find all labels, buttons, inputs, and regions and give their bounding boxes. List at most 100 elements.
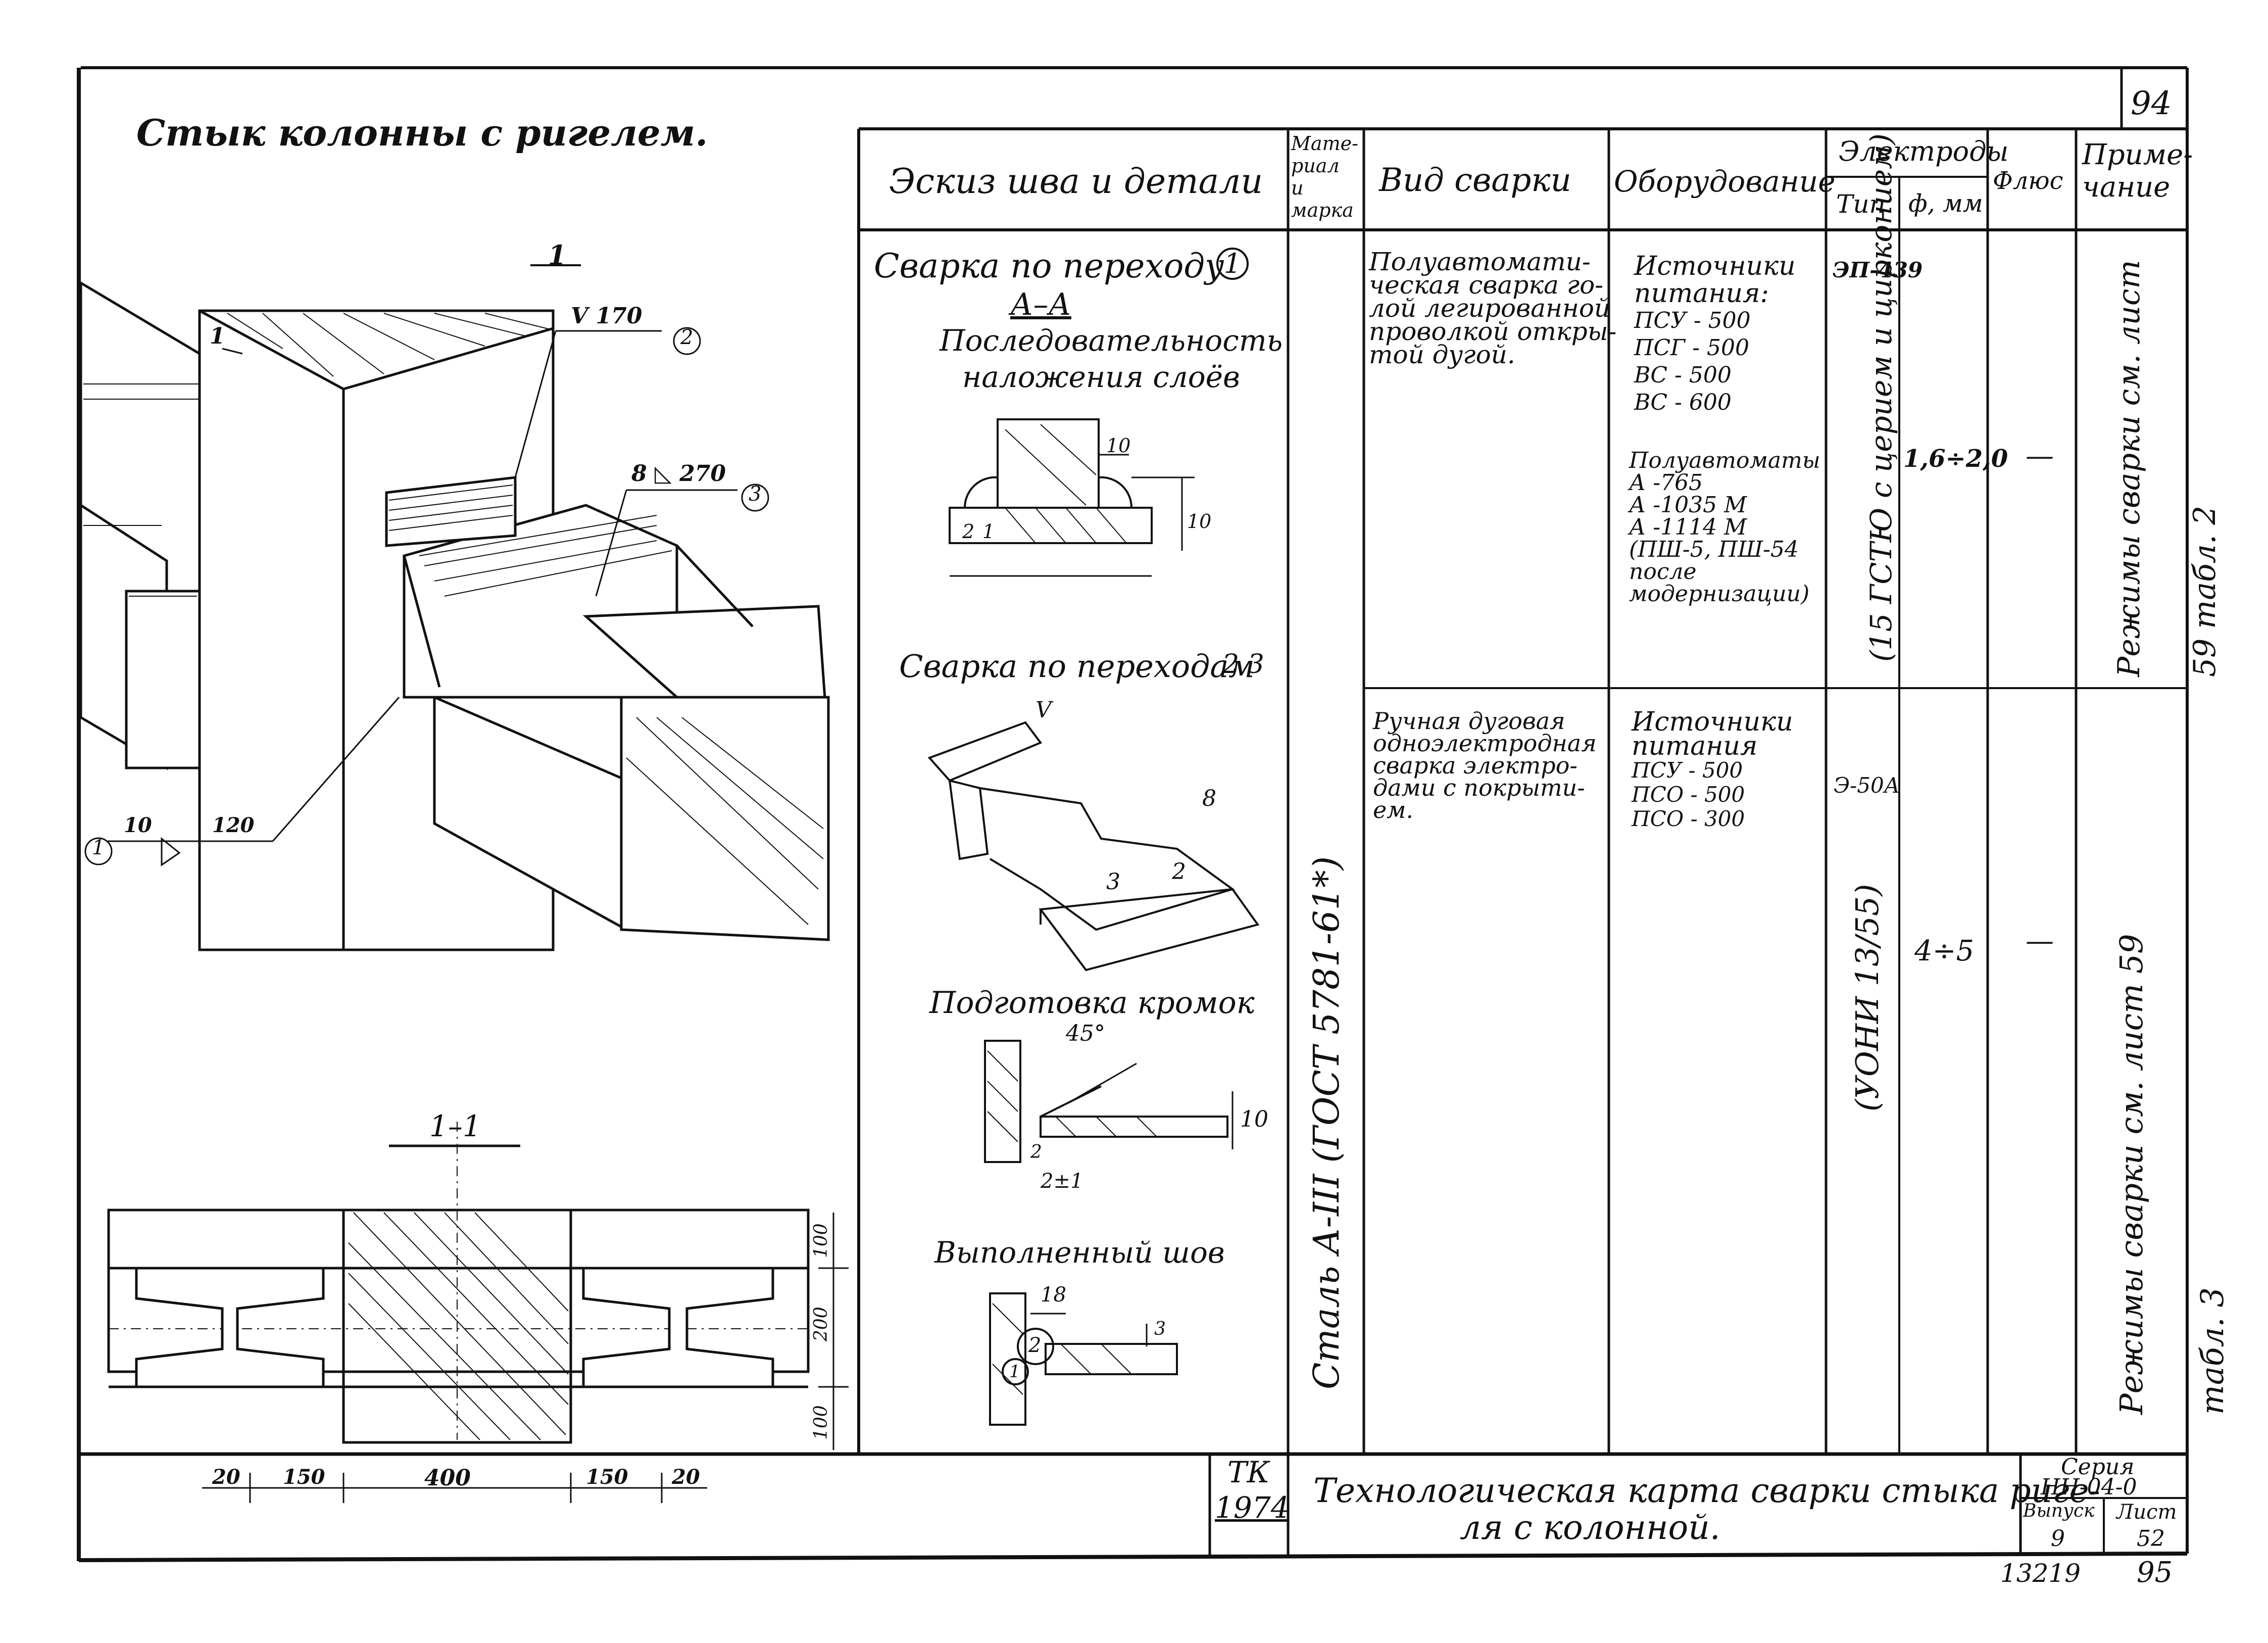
section-1-1-drawing	[107, 1122, 849, 1503]
footer-title-line1: Технологическая карта сварки стыка риге-	[1313, 1471, 2100, 1510]
row2-weld-type-line: одноэлектродная	[1373, 730, 1597, 757]
finished-weld-dim3: 3	[1154, 1319, 1166, 1339]
row1-dim-10a: 10	[1106, 434, 1131, 457]
header-note: Приме- чание	[2082, 139, 2193, 204]
row1-semi-line: Полуавтоматы	[1629, 448, 1820, 473]
footer-page: 95	[2137, 1556, 2173, 1589]
row1-layer-1: 1	[982, 520, 995, 543]
row1-electrode-note: (15 ГСТЮ с церием и цирконием)	[1864, 133, 1898, 662]
section-dim-20-left: 20	[212, 1465, 240, 1489]
footer-series-label: Серия	[2061, 1454, 2135, 1480]
row1-semi-line: после	[1629, 559, 1697, 585]
row1-power-sources: Источники питания: ПСУ - 500 ПСГ - 500 В…	[1634, 253, 1796, 416]
row2-weld-type: Ручная дуговая одноэлектродная сварка эл…	[1373, 707, 1597, 824]
section-mark-left: 1	[210, 323, 225, 349]
row1-section-label: А–А	[1010, 287, 1071, 322]
row1-power-line: ВС - 600	[1634, 390, 1732, 415]
row2-part-3: 3	[1106, 869, 1120, 895]
row1-sequence-line1: Последовательность	[940, 323, 1283, 358]
footer-title-line2: ля с колонной.	[1460, 1508, 1720, 1547]
section-dim-150-right: 150	[586, 1465, 628, 1489]
row1-weld-type-line: Полуавтомати-	[1369, 247, 1591, 276]
header-material-line: и	[1291, 177, 1304, 199]
footer-issue-label: Выпуск	[2023, 1501, 2095, 1521]
row2-sketch-title: Сварка по переходам	[899, 648, 1255, 685]
row2-angle-label: 8	[1202, 786, 1216, 811]
edge-prep-dim10: 10	[1240, 1106, 1268, 1132]
footer-tk: ТК	[1227, 1455, 1270, 1489]
finished-weld-dim18: 18	[1041, 1283, 1066, 1307]
weld3-symbol: 8 ◺ 270	[631, 461, 726, 487]
row1-weld-type-line: той дугой.	[1369, 340, 1515, 369]
weld1-number: 1	[92, 836, 105, 859]
weld3-number: 3	[749, 482, 762, 506]
row2-power-line: питания	[1632, 731, 1758, 761]
weld2-number: 2	[680, 326, 694, 349]
row1-weld-type-line: ческая сварка го-	[1369, 270, 1604, 300]
row2-power-line: Источники	[1632, 707, 1793, 737]
welded-joint-iso-sketch	[927, 721, 1260, 972]
row1-sketch-title: Сварка по переходу	[874, 247, 1224, 285]
header-electrode-type: Тип	[1836, 189, 1886, 219]
header-note-line: чание	[2082, 171, 2171, 204]
row1-electrode-type: ЭП-439	[1833, 258, 1923, 282]
row2-v-label: V	[1036, 697, 1052, 723]
finished-weld-pass1: 1	[1009, 1362, 1020, 1382]
finished-weld-pass2: 2	[1028, 1334, 1042, 1357]
header-material-line: марка	[1291, 199, 1354, 221]
footer-year: 1974	[1215, 1490, 1290, 1525]
row1-layer-2: 2	[962, 520, 975, 543]
header-equipment: Оборудование	[1614, 164, 1836, 199]
edge-prep-title: Подготовка кромок	[929, 985, 1255, 1021]
row1-semi-line: (ПШ-5, ПШ-54	[1629, 537, 1799, 562]
weld2-symbol: V 170	[571, 303, 643, 329]
section-dim-right-mid: 200	[811, 1307, 831, 1341]
section-mark-right: 1	[548, 240, 567, 271]
finished-weld-title: Выполненный шов	[934, 1235, 1225, 1270]
footer-series: НН-04-0	[2041, 1474, 2137, 1500]
row1-power-line: питания:	[1634, 278, 1769, 309]
header-flux: Флюс	[1993, 167, 2063, 195]
row1-weld-type-line: лой легированной	[1369, 294, 1611, 323]
row2-power-sources: Источники питания ПСУ - 500 ПСО - 500 ПС…	[1632, 707, 1793, 831]
footer-code: 13219	[2000, 1559, 2081, 1588]
row1-note: Режимы сварки см. лист 59 табл. 2	[2111, 260, 2223, 678]
row1-semi-line: модернизации)	[1629, 581, 1810, 607]
row2-flux: —	[2026, 925, 2054, 957]
row1-weld-type-line: проволкой откры-	[1369, 317, 1617, 346]
row1-semiautomatics: Полуавтоматы А -765 А -1035 М А -1114 М …	[1629, 450, 1820, 605]
header-material: Мате- риал и марка	[1291, 132, 1358, 221]
row1-power-line: ВС - 500	[1634, 362, 1732, 388]
header-electrode-diam: ф, мм	[1908, 189, 1983, 218]
weld1-length: 120	[212, 813, 255, 837]
row2-weld-type-line: Ручная дуговая	[1373, 707, 1565, 735]
row1-semi-line: А -1114 М	[1629, 514, 1747, 540]
section-dim-right-top: 100	[811, 1223, 831, 1258]
row2-electrode-type: Э-50А	[1834, 773, 1900, 798]
header-material-line: Мате-	[1291, 132, 1358, 155]
row2-power-line: ПСО - 300	[1632, 806, 1745, 831]
row1-diameter: 1,6÷2,0	[1903, 445, 2008, 473]
row2-weld-type-line: ем.	[1373, 796, 1413, 824]
row2-power-line: ПСУ - 500	[1632, 758, 1743, 783]
section-title: 1–1	[429, 1109, 481, 1143]
row2-weld-type-line: сварка электро-	[1373, 752, 1577, 779]
sheet-number-top: 94	[2131, 85, 2172, 122]
row2-part-2: 2	[1172, 859, 1186, 885]
edge-prep-dim2: 2	[1030, 1142, 1042, 1163]
row1-flux: —	[2026, 440, 2054, 472]
finished-weld-sketch	[989, 1292, 1178, 1426]
footer-sheet-label: Лист	[2116, 1501, 2177, 1524]
row1-power-line: ПСГ - 500	[1634, 335, 1749, 361]
row1-semi-line: А -765	[1629, 470, 1703, 496]
row1-weld-type: Полуавтомати- ческая сварка го- лой леги…	[1369, 247, 1617, 369]
footer-sheet: 52	[2137, 1526, 2165, 1552]
isometric-joint-sketch	[79, 264, 830, 951]
row1-semi-line: А -1035 М	[1629, 492, 1747, 518]
header-note-line: Приме-	[2082, 138, 2193, 171]
footer-issue: 9	[2051, 1526, 2065, 1552]
row2-electrode-note: (УОНИ 13/55)	[1849, 884, 1886, 1112]
drawing-title: Стык колонны с ригелем.	[136, 111, 708, 154]
edge-prep-angle: 45°	[1066, 1021, 1105, 1046]
